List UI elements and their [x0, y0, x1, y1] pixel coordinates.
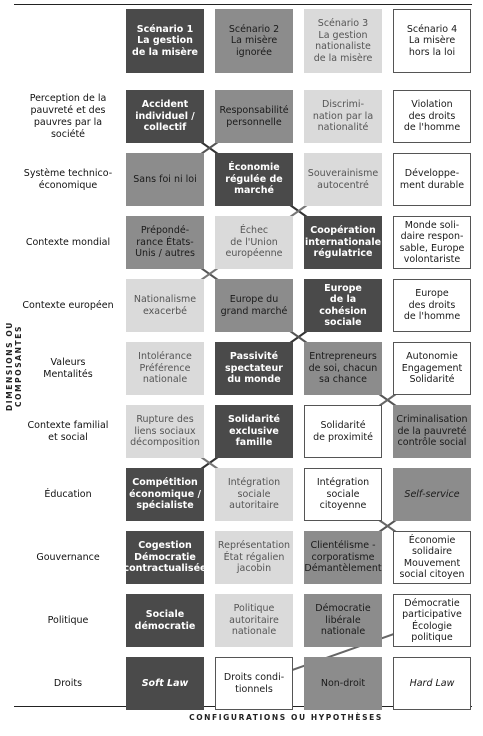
- hypothesis-cell: Nationalisme exacerbé: [126, 279, 204, 332]
- horizontal-axis-label: CONFIGURATIONS OU HYPOTHÈSES: [189, 713, 383, 722]
- vertical-axis-label: DIMENSIONS OU COMPOSANTES: [5, 321, 23, 412]
- hypothesis-cell: Entrepreneurs de soi, chacun sa chance: [304, 342, 382, 395]
- hypothesis-cell: Développe- ment durable: [393, 153, 471, 206]
- hypothesis-cell: Criminalisation de la pauvreté contrôle …: [393, 405, 471, 458]
- hypothesis-cell: Accident individuel / collectif: [126, 90, 204, 143]
- hypothesis-cell: Intolérance Préférence nationale: [126, 342, 204, 395]
- hypothesis-cell: Économie régulée de marché: [215, 153, 293, 206]
- scenario-header-3: Scénario 3 La gestion nationaliste de la…: [304, 9, 382, 73]
- dimension-label: Contexte familial et social: [27, 419, 109, 443]
- hypothesis-cell: Économie solidaire Mouvement social cito…: [393, 531, 471, 584]
- hypothesis-cell: Passivité spectateur du monde: [215, 342, 293, 395]
- scenario-header-4: Scénario 4 La misère hors la loi: [393, 9, 471, 73]
- hypothesis-cell: Échec de l'Union européenne: [215, 216, 293, 269]
- hypothesis-cell: Prépondé- rance États- Unis / autres: [126, 216, 204, 269]
- hypothesis-cell: Intégration sociale citoyenne: [304, 468, 382, 521]
- hypothesis-cell: Coopération internationale régulatrice: [304, 216, 382, 269]
- hypothesis-cell: Europe de la cohésion sociale: [304, 279, 382, 332]
- hypothesis-cell: Europe du grand marché: [215, 279, 293, 332]
- dimension-label: Contexte mondial: [25, 236, 111, 248]
- hypothesis-cell: Europe des droits de l'homme: [393, 279, 471, 332]
- hypothesis-cell: Violation des droits de l'homme: [393, 90, 471, 143]
- dimension-label: Gouvernance: [36, 551, 100, 563]
- hypothesis-cell: Démocratie participative Écologie politi…: [393, 594, 471, 647]
- hypothesis-cell: Intégration sociale autoritaire: [215, 468, 293, 521]
- hypothesis-cell: Souverainisme autocentré: [304, 153, 382, 206]
- scenario-header-2: Scénario 2 La misère ignorée: [215, 9, 293, 73]
- hypothesis-cell: Solidarité de proximité: [304, 405, 382, 458]
- hypothesis-cell: Solidarité exclusive famille: [215, 405, 293, 458]
- hypothesis-cell: Rupture des liens sociaux décomposition: [126, 405, 204, 458]
- hypothesis-cell: Monde soli- daire respon- sable, Europe …: [393, 216, 471, 269]
- hypothesis-cell: Compétition économique / spécialiste: [126, 468, 204, 521]
- hypothesis-cell: Sans foi ni loi: [126, 153, 204, 206]
- scenario-header-1: Scénario 1 La gestion de la misère: [126, 9, 204, 73]
- dimension-label: Politique: [47, 614, 89, 626]
- hypothesis-cell: Non-droit: [304, 657, 382, 710]
- dimension-label: Droits: [53, 677, 83, 689]
- hypothesis-cell: Droits condi- tionnels: [215, 657, 293, 710]
- dimension-label: Perception de la pauvreté et des pauvres…: [29, 92, 107, 140]
- hypothesis-cell: Représentation État régalien jacobin: [215, 531, 293, 584]
- hypothesis-cell: Self-service: [393, 468, 471, 521]
- top-rule: [14, 4, 472, 5]
- dimension-label: Contexte européen: [22, 299, 114, 311]
- dimension-label: Valeurs Mentalités: [43, 356, 93, 380]
- hypothesis-cell: Sociale démocratie: [126, 594, 204, 647]
- hypothesis-cell: Hard Law: [393, 657, 471, 710]
- hypothesis-cell: Discrimi- nation par la nationalité: [304, 90, 382, 143]
- hypothesis-cell: Politique autoritaire nationale: [215, 594, 293, 647]
- hypothesis-cell: Responsabilité personnelle: [215, 90, 293, 143]
- dimension-label: Système technico- économique: [23, 167, 113, 191]
- hypothesis-cell: Soft Law: [126, 657, 204, 710]
- hypothesis-cell: Cogestion Démocratie contractualisée: [124, 531, 206, 584]
- hypothesis-cell: Clientélisme - corporatisme Démantèlemen…: [304, 531, 382, 584]
- dimension-label: Éducation: [44, 488, 92, 500]
- hypothesis-cell: Autonomie Engagement Solidarité: [393, 342, 471, 395]
- hypothesis-cell: Démocratie libérale nationale: [304, 594, 382, 647]
